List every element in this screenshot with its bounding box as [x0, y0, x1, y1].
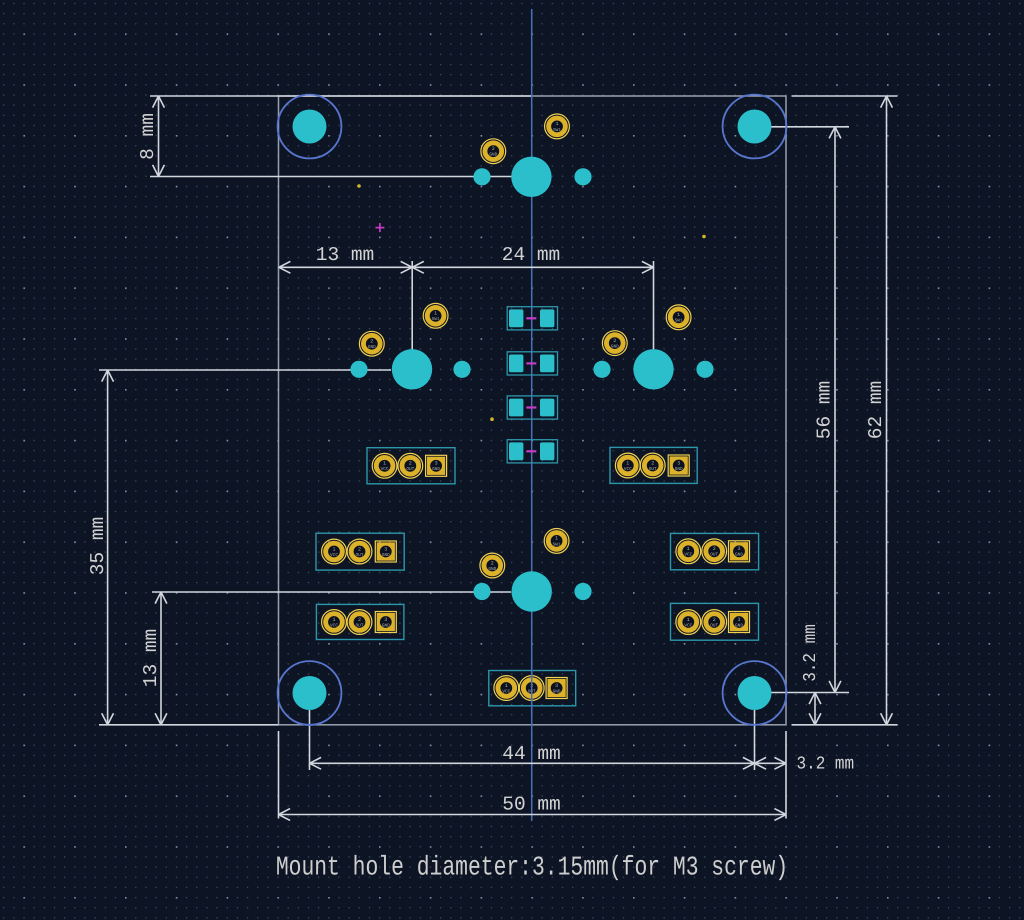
svg-text:VCC: VCC — [502, 689, 510, 694]
svg-text:2: 2 — [613, 338, 616, 344]
svg-text:1: 1 — [383, 461, 386, 467]
svg-text:OUT: OUT — [356, 553, 364, 558]
svg-text:GND: GND — [553, 689, 561, 694]
svg-text:3: 3 — [737, 546, 740, 552]
svg-text:13 mm: 13 mm — [140, 629, 162, 688]
svg-text:SW1: SW1 — [553, 542, 561, 547]
svg-text:GND: GND — [489, 153, 497, 158]
svg-text:VCC: VCC — [684, 623, 692, 628]
svg-text:2: 2 — [713, 546, 716, 552]
svg-text:3: 3 — [384, 617, 387, 623]
svg-text:3: 3 — [435, 461, 438, 467]
svg-text:8 mm: 8 mm — [137, 113, 159, 160]
svg-text:GND: GND — [382, 553, 390, 558]
svg-text:2: 2 — [370, 339, 373, 345]
svg-text:35 mm: 35 mm — [87, 517, 109, 576]
svg-text:OUT: OUT — [356, 623, 364, 628]
svg-text:VCC: VCC — [381, 467, 389, 472]
svg-text:2: 2 — [358, 546, 361, 552]
svg-text:1: 1 — [677, 312, 680, 318]
svg-text:VCC: VCC — [330, 623, 338, 628]
svg-text:2: 2 — [713, 617, 716, 623]
svg-text:3.2 mm: 3.2 mm — [801, 624, 821, 682]
svg-text:1: 1 — [687, 546, 690, 552]
svg-text:Mount hole diameter:3.15mm(for: Mount hole diameter:3.15mm(for M3 screw) — [276, 853, 788, 883]
svg-text:3: 3 — [555, 683, 558, 689]
svg-text:13 mm: 13 mm — [316, 244, 375, 266]
svg-text:1: 1 — [332, 546, 335, 552]
svg-text:2: 2 — [409, 461, 412, 467]
svg-text:GND: GND — [735, 623, 743, 628]
svg-text:1: 1 — [332, 617, 335, 623]
svg-text:56 mm: 56 mm — [814, 381, 836, 440]
svg-text:GND: GND — [432, 467, 440, 472]
svg-text:3.2 mm: 3.2 mm — [797, 754, 855, 774]
svg-text:1: 1 — [626, 460, 629, 466]
svg-text:1: 1 — [505, 683, 508, 689]
svg-text:VCC: VCC — [624, 467, 632, 472]
svg-text:1: 1 — [434, 311, 437, 317]
svg-text:SW1: SW1 — [553, 128, 561, 133]
svg-text:GND: GND — [735, 553, 743, 558]
svg-text:GND: GND — [382, 623, 390, 628]
svg-text:OUT: OUT — [406, 467, 414, 472]
svg-text:2: 2 — [651, 460, 654, 466]
svg-text:2: 2 — [358, 617, 361, 623]
svg-text:OUT: OUT — [710, 623, 718, 628]
svg-text:1: 1 — [555, 536, 558, 542]
svg-text:1: 1 — [687, 617, 690, 623]
svg-text:GND: GND — [611, 345, 619, 350]
svg-text:1: 1 — [555, 121, 558, 127]
svg-text:SW1: SW1 — [675, 319, 683, 324]
svg-text:2: 2 — [491, 560, 494, 566]
svg-text:GND: GND — [675, 467, 683, 472]
svg-text:62 mm: 62 mm — [865, 381, 887, 440]
svg-text:VCC: VCC — [330, 553, 338, 558]
svg-text:GND: GND — [368, 345, 376, 350]
svg-text:50 mm: 50 mm — [502, 794, 561, 816]
svg-text:3: 3 — [384, 546, 387, 552]
svg-text:3: 3 — [737, 617, 740, 623]
svg-text:GND: GND — [488, 567, 496, 572]
svg-text:SW1: SW1 — [432, 317, 440, 322]
svg-text:24 mm: 24 mm — [502, 244, 561, 266]
svg-text:OUT: OUT — [649, 467, 657, 472]
svg-text:VCC: VCC — [684, 553, 692, 558]
svg-text:OUT: OUT — [710, 553, 718, 558]
svg-text:2: 2 — [492, 146, 495, 152]
svg-text:44 mm: 44 mm — [502, 743, 561, 765]
svg-text:3: 3 — [677, 460, 680, 466]
